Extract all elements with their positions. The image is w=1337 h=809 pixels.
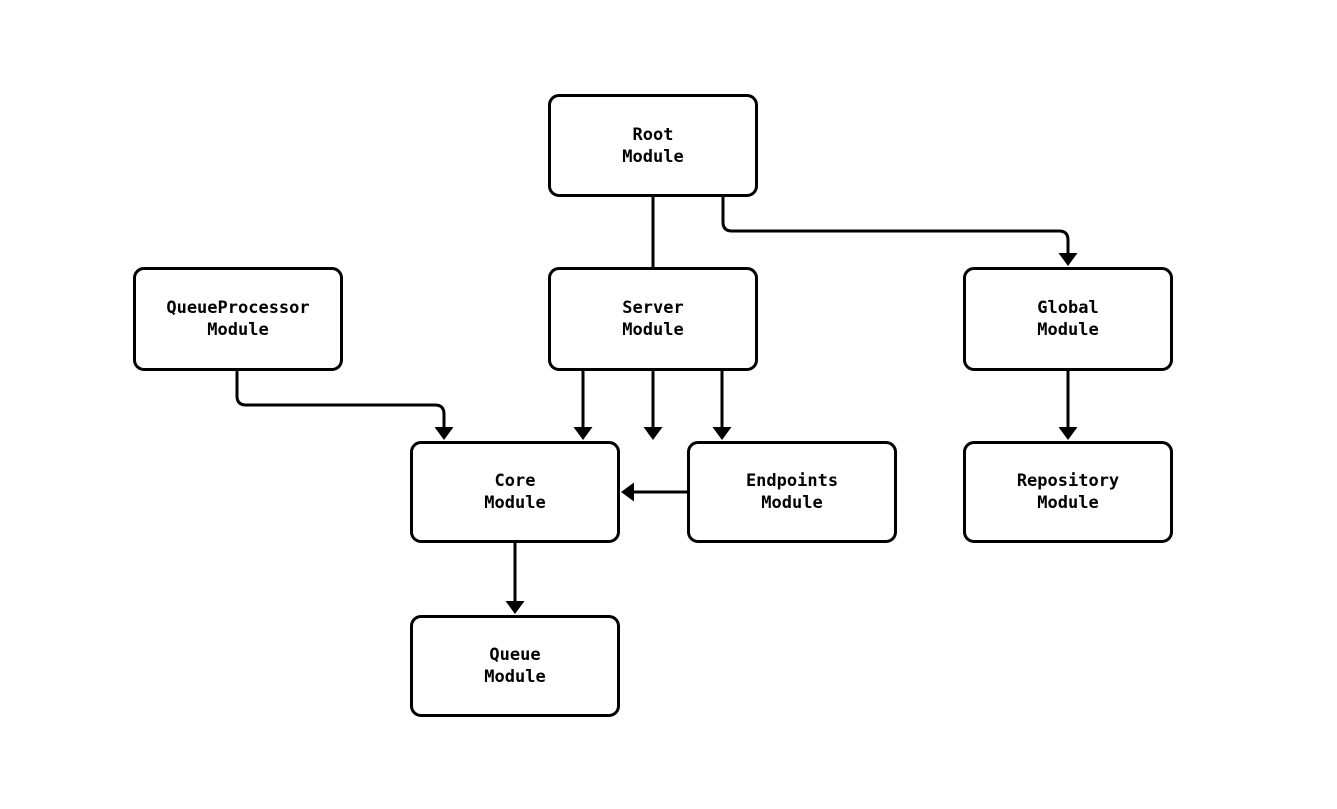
node-server-line2: Module (622, 320, 684, 340)
arrowhead-server-to-core (573, 427, 593, 440)
arrowhead-core-to-queue (505, 601, 525, 614)
node-queue-line1: Queue (489, 645, 541, 665)
edge-queueprocessor-to-core (235, 371, 446, 431)
node-root-line2: Module (622, 146, 684, 167)
edge-root-to-global (721, 197, 1070, 258)
node-queue-line2: Module (484, 667, 546, 687)
node-queue[interactable]: Queue Module (410, 615, 620, 717)
node-endpoints-line1: Endpoints (745, 471, 839, 491)
arrowhead-endpoints-to-core (621, 482, 634, 502)
edges-group (235, 197, 1078, 614)
node-core[interactable]: Core Module (410, 441, 620, 543)
arrowhead-root-to-server (643, 427, 663, 440)
node-server-line1: Server (622, 298, 684, 318)
arrowhead-queueprocessor-to-core (434, 427, 454, 440)
node-queueprocessor-line2: Module (207, 320, 269, 340)
node-endpoints-line2: Module (761, 493, 823, 513)
arrowhead-root-to-global (1058, 253, 1078, 266)
node-global-line2: Module (1037, 320, 1099, 340)
arrowhead-server-to-endpoints (712, 427, 732, 440)
node-endpoints[interactable]: Endpoints Module (687, 441, 897, 543)
node-queueprocessor[interactable]: QueueProcessor Module (133, 267, 343, 371)
node-core-line1: Core (494, 471, 536, 491)
node-repository[interactable]: Repository Module (963, 441, 1173, 543)
node-server[interactable]: Server Module (548, 267, 758, 371)
node-root-line1: Root (632, 124, 674, 145)
node-repository-line1: Repository (1016, 471, 1120, 491)
node-core-line2: Module (484, 493, 546, 513)
node-queueprocessor-line1: QueueProcessor (166, 298, 310, 318)
arrowhead-global-to-repository (1058, 427, 1078, 440)
node-global[interactable]: Global Module (963, 267, 1173, 371)
node-global-line1: Global (1037, 298, 1099, 318)
node-repository-line2: Module (1037, 493, 1099, 513)
node-root[interactable]: Root Module (548, 94, 758, 197)
